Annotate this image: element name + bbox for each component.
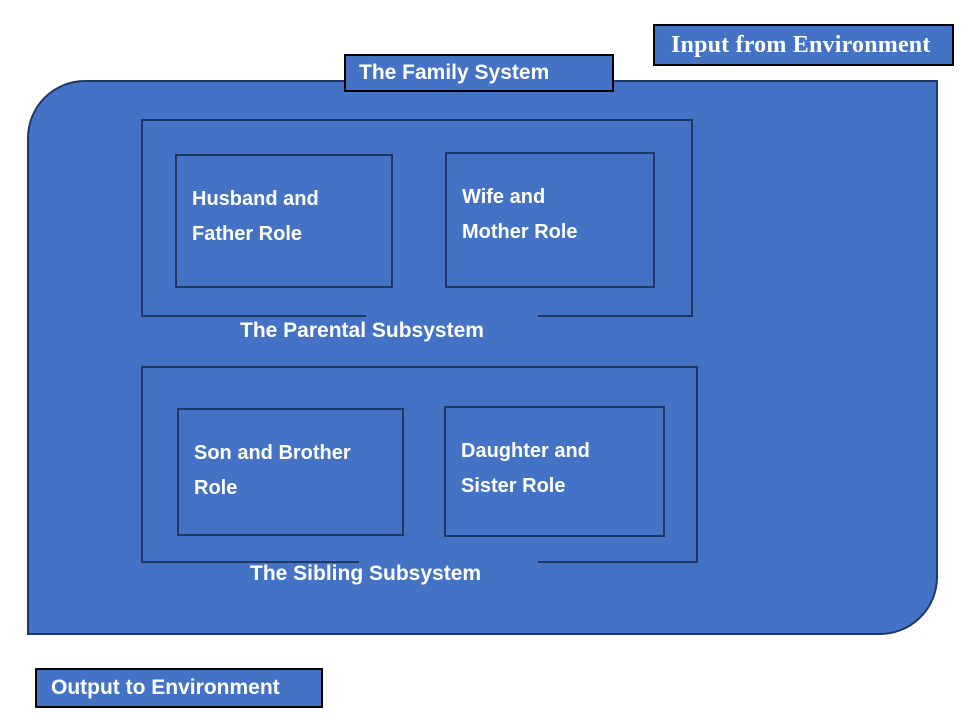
role-label-line1: Wife and	[462, 186, 546, 208]
role-label-line2: Father Role	[192, 223, 303, 245]
parental-subsystem-caption: The Parental Subsystem	[240, 319, 484, 342]
subsystem-border-left	[141, 119, 143, 317]
role-label-line2: Mother Role	[462, 221, 578, 243]
role-box-wife-mother: Wife and Mother Role	[445, 152, 655, 288]
parental-subsystem-box	[141, 119, 693, 317]
subsystem-border-bottom-right	[538, 561, 698, 563]
subsystem-border-right	[696, 366, 698, 563]
role-box-daughter-sister: Daughter and Sister Role	[444, 406, 665, 537]
sibling-subsystem-box	[141, 366, 698, 563]
role-box-son-brother: Son and Brother Role	[177, 408, 404, 536]
role-label-line2: Role	[194, 477, 238, 499]
subsystem-border-bottom-right	[538, 315, 693, 317]
role-label-line1: Son and Brother	[194, 442, 351, 464]
subsystem-border-top	[141, 366, 698, 368]
output-to-environment-label: Output to Environment	[35, 668, 323, 708]
sibling-subsystem-caption: The Sibling Subsystem	[250, 562, 482, 585]
subsystem-border-right	[691, 119, 693, 317]
role-label-line1: Daughter and	[461, 440, 590, 462]
family-system-title-label: The Family System	[344, 54, 614, 92]
role-label-line2: Sister Role	[461, 475, 566, 497]
subsystem-border-left	[141, 366, 143, 563]
subsystem-border-bottom-left	[141, 561, 359, 563]
role-box-husband-father: Husband and Father Role	[175, 154, 393, 288]
subsystem-border-bottom-left	[141, 315, 366, 317]
family-system-container	[27, 80, 938, 635]
role-label-line1: Husband and	[192, 188, 319, 210]
input-from-environment-label: Input from Environment	[653, 24, 954, 66]
subsystem-border-top	[141, 119, 693, 121]
